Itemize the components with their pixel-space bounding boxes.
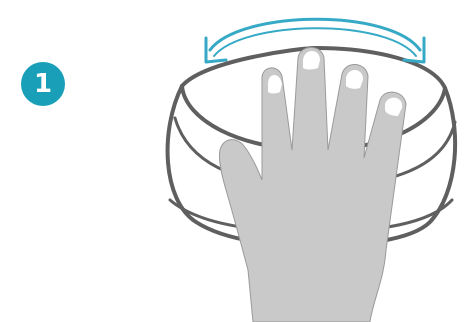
nail-index-finger [346, 70, 363, 89]
open-hand-icon [219, 48, 406, 322]
arrow-arc [210, 19, 420, 50]
hand-shape [219, 48, 406, 322]
